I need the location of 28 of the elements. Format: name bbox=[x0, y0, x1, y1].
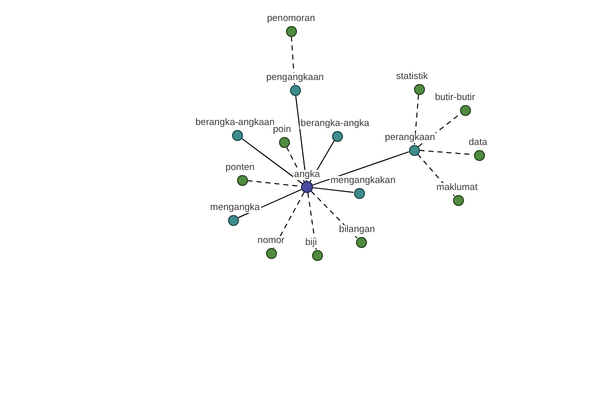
node-label: bilangan bbox=[338, 225, 376, 235]
node-label: berangka-angka bbox=[300, 119, 370, 129]
node-label: biji bbox=[304, 238, 318, 248]
node-label: ponten bbox=[224, 163, 256, 173]
dashed-line bbox=[417, 154, 455, 196]
node-label: nomor bbox=[256, 236, 286, 246]
node-label: statistik bbox=[395, 72, 429, 82]
node-label: maklumat bbox=[435, 183, 479, 193]
dashed-line bbox=[286, 146, 305, 182]
dashed-line bbox=[310, 190, 358, 239]
node-label: butir-butir bbox=[434, 93, 476, 103]
connector-line bbox=[312, 187, 354, 193]
connector-line bbox=[312, 151, 410, 186]
node-label: mengangkakan bbox=[330, 176, 396, 186]
node-label: poin bbox=[272, 125, 292, 135]
dashed-line bbox=[307, 192, 317, 250]
node-label: angka bbox=[293, 170, 321, 180]
node-label: perangkaan bbox=[384, 133, 436, 143]
node-label: data bbox=[468, 138, 488, 148]
connector-line bbox=[240, 138, 303, 184]
connector-line bbox=[295, 94, 307, 182]
node-label: penomoran bbox=[266, 14, 316, 24]
node-label: mengangka bbox=[209, 203, 261, 213]
dashed-line bbox=[290, 36, 296, 86]
node-label: pengangkaan bbox=[265, 73, 325, 83]
dashed-line bbox=[414, 94, 420, 146]
node-label: berangka-angkaan bbox=[194, 118, 276, 128]
dashed-line bbox=[273, 192, 305, 249]
